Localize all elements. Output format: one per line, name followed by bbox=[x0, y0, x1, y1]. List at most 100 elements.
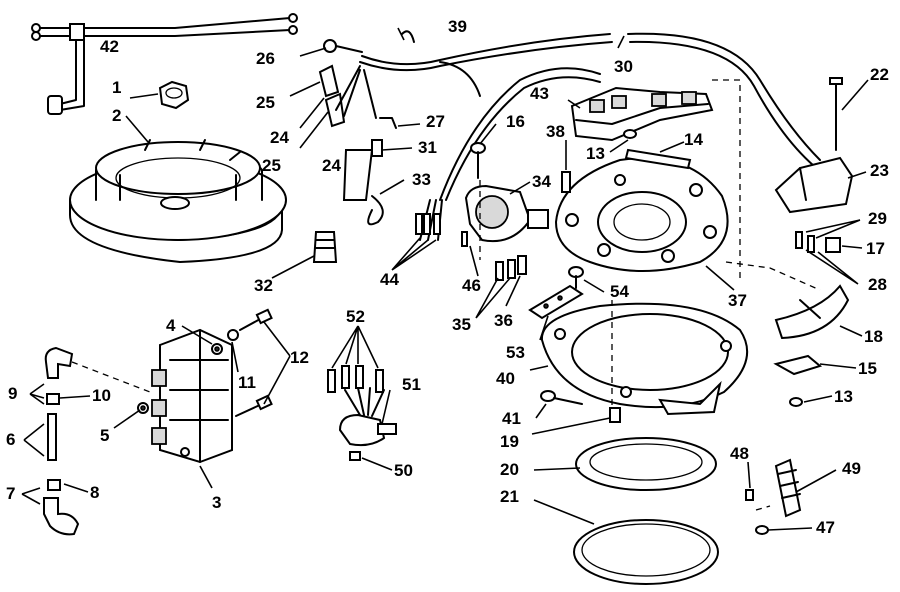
part-26-terminal bbox=[323, 39, 363, 53]
label-21: 21 bbox=[500, 487, 519, 506]
label-8: 8 bbox=[90, 483, 99, 502]
label-36: 36 bbox=[494, 311, 513, 330]
label-22: 22 bbox=[870, 65, 889, 84]
label-7: 7 bbox=[6, 484, 15, 503]
part-3-power-pack bbox=[151, 328, 233, 464]
label-53: 53 bbox=[506, 343, 525, 362]
label-18: 18 bbox=[864, 327, 883, 346]
part-20-retainer bbox=[575, 437, 717, 491]
label-13-upper: 13 bbox=[586, 144, 605, 163]
part-2-flywheel bbox=[69, 139, 287, 264]
label-51: 51 bbox=[402, 375, 421, 394]
part-39-clip bbox=[401, 30, 415, 43]
part-21-ring bbox=[573, 519, 719, 585]
part-11-washer bbox=[227, 329, 239, 341]
part-25-boot-upper bbox=[318, 64, 340, 98]
part-33-lead bbox=[367, 195, 384, 226]
part-6-tube bbox=[47, 413, 57, 461]
part-40-armature-plate bbox=[540, 302, 749, 416]
leader-lines bbox=[21, 27, 869, 531]
part-43-timer-base bbox=[570, 86, 714, 142]
label-50: 50 bbox=[394, 461, 413, 480]
part-29-leads bbox=[795, 231, 815, 253]
label-37: 37 bbox=[728, 291, 747, 310]
part-35-terminals bbox=[495, 259, 516, 281]
label-42: 42 bbox=[100, 37, 119, 56]
label-15: 15 bbox=[858, 359, 877, 378]
label-11: 11 bbox=[238, 373, 256, 392]
label-38: 38 bbox=[546, 122, 565, 141]
part-27-lead bbox=[379, 117, 397, 129]
part-5-nut bbox=[137, 402, 149, 414]
part-38-screw bbox=[561, 171, 571, 193]
label-48: 48 bbox=[730, 444, 749, 463]
label-30: 30 bbox=[614, 57, 633, 76]
part-48-screw bbox=[745, 489, 754, 501]
label-1: 1 bbox=[112, 78, 121, 97]
part-15-clip bbox=[773, 354, 823, 376]
label-33: 33 bbox=[412, 170, 431, 189]
part-4-nut bbox=[211, 343, 223, 355]
label-24-right: 24 bbox=[322, 156, 341, 175]
label-25-upper: 25 bbox=[256, 93, 275, 112]
part-36-lead bbox=[517, 255, 527, 275]
part-54-screw bbox=[568, 266, 584, 289]
label-4: 4 bbox=[166, 316, 176, 335]
part-8-fitting bbox=[47, 479, 61, 491]
label-44: 44 bbox=[380, 270, 399, 289]
label-2: 2 bbox=[112, 106, 121, 125]
part-13-screw-upper bbox=[623, 129, 637, 139]
label-54: 54 bbox=[610, 282, 629, 301]
label-52: 52 bbox=[346, 307, 365, 326]
part-9-boot bbox=[44, 346, 74, 379]
part-1-flywheel-nut bbox=[158, 80, 190, 110]
part-49-terminal-block bbox=[774, 458, 802, 518]
label-41: 41 bbox=[502, 409, 521, 428]
part-34-charge-coil bbox=[464, 184, 549, 242]
label-47: 47 bbox=[816, 518, 835, 537]
label-40: 40 bbox=[496, 369, 515, 388]
label-31: 31 bbox=[418, 138, 437, 157]
part-51-coil bbox=[338, 387, 397, 447]
part-18-cover bbox=[774, 284, 850, 340]
label-9: 9 bbox=[8, 384, 17, 403]
label-19: 19 bbox=[500, 432, 519, 451]
part-31-sleeve bbox=[342, 139, 383, 201]
label-43: 43 bbox=[530, 84, 549, 103]
part-53-terminal-strip bbox=[528, 284, 584, 320]
label-14: 14 bbox=[684, 130, 703, 149]
part-19-screw bbox=[609, 407, 621, 423]
part-30-harness bbox=[335, 32, 821, 167]
part-10-fitting bbox=[46, 393, 60, 405]
label-5: 5 bbox=[100, 426, 109, 445]
label-6: 6 bbox=[6, 430, 15, 449]
callout-labels: 1 2 3 4 5 6 7 8 9 10 11 12 13 13 14 15 1… bbox=[6, 17, 889, 537]
label-29: 29 bbox=[868, 209, 887, 228]
label-46: 46 bbox=[462, 276, 481, 295]
part-14-link bbox=[624, 148, 692, 170]
part-47-screw bbox=[755, 525, 769, 535]
part-13-screw-lower bbox=[789, 397, 803, 407]
part-22-bolt bbox=[829, 77, 843, 151]
part-7-boot bbox=[43, 497, 80, 536]
part-16-screw bbox=[470, 142, 486, 179]
part-46-pin bbox=[461, 231, 468, 247]
label-13-lower: 13 bbox=[834, 387, 853, 406]
part-44-leads bbox=[415, 67, 601, 241]
label-26: 26 bbox=[256, 49, 275, 68]
part-41-screw bbox=[540, 390, 583, 405]
label-28: 28 bbox=[868, 275, 887, 294]
label-17: 17 bbox=[866, 239, 885, 258]
label-12: 12 bbox=[290, 348, 309, 367]
label-32: 32 bbox=[254, 276, 273, 295]
part-32-connector bbox=[312, 231, 338, 263]
label-34: 34 bbox=[532, 172, 551, 191]
label-20: 20 bbox=[500, 460, 519, 479]
label-23: 23 bbox=[870, 161, 889, 180]
part-37-stator-plate bbox=[554, 157, 729, 272]
label-39: 39 bbox=[448, 17, 467, 36]
part-50-screw bbox=[349, 451, 361, 461]
label-49: 49 bbox=[842, 459, 861, 478]
label-3: 3 bbox=[212, 493, 221, 512]
